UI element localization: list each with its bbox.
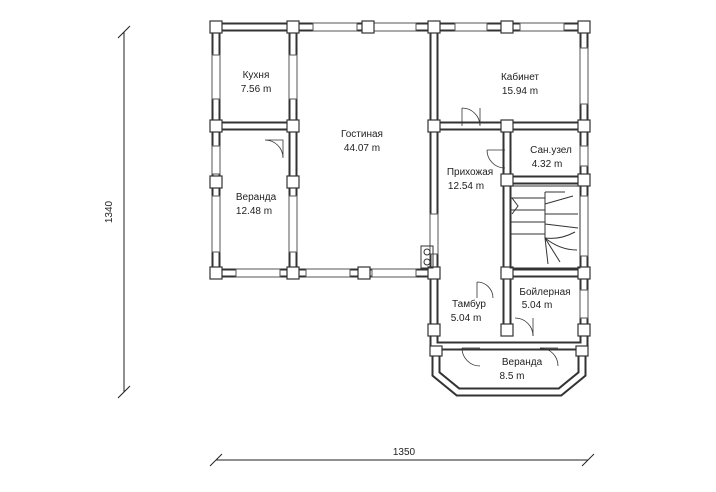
room-kitchen-name: Кухня <box>243 70 270 81</box>
room-bathroom-area: 4.32 m <box>532 159 563 170</box>
dimension-width-label: 1350 <box>393 447 416 458</box>
room-living-name: Гостиная <box>341 129 383 140</box>
windows <box>211 22 589 319</box>
room-hall-name: Прихожая <box>447 167 493 178</box>
doors <box>264 107 534 337</box>
staircase <box>509 185 581 269</box>
room-study-area: 15.94 m <box>502 86 538 97</box>
room-vestibule-name: Тамбур <box>452 298 486 310</box>
room-veranda-front-area: 8.5 m <box>499 371 524 382</box>
dimension-height-label: 1340 <box>104 200 115 223</box>
room-veranda-left-area: 12.48 m <box>236 206 272 217</box>
room-living-area: 44.07 m <box>344 143 380 154</box>
room-boiler-area: 5.04 m <box>522 300 553 311</box>
log-joints <box>209 20 591 337</box>
room-kitchen-area: 7.56 m <box>241 84 272 95</box>
room-veranda-front-name: Веранда <box>502 357 543 368</box>
stove <box>420 245 434 269</box>
room-labels: Кухня 7.56 m Гостиная 44.07 m Кабинет 15… <box>236 70 572 382</box>
room-study-name: Кабинет <box>501 71 539 83</box>
room-veranda-left-name: Веранда <box>236 192 277 203</box>
dimension-horizontal: 1350 <box>209 447 595 467</box>
room-vestibule-area: 5.04 m <box>451 313 482 324</box>
room-bathroom-name: Сан.узел <box>530 145 572 156</box>
room-boiler-name: Бойлерная <box>519 287 570 298</box>
front-veranda <box>429 345 589 397</box>
dimension-vertical: 1340 <box>104 25 131 399</box>
room-hall-area: 12.54 m <box>448 181 484 192</box>
